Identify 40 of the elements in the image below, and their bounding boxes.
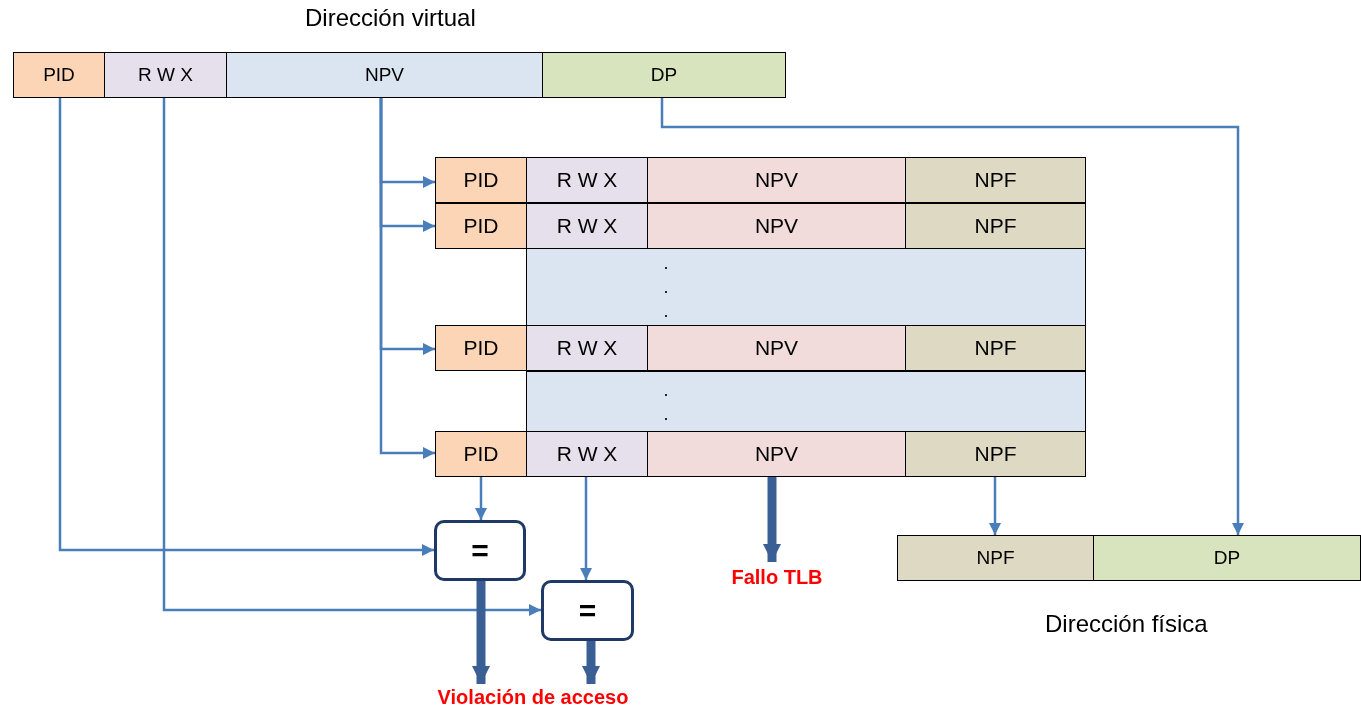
tlb-field: PID [435,157,527,203]
tlb-field: NPV [647,431,906,477]
tlb-field: PID [435,325,527,371]
tlb-field: NPF [905,431,1086,477]
tlb-field: PID [435,203,527,249]
tlb-field: NPV [647,203,906,249]
arrow [379,98,435,459]
tlb-field: PID [435,431,527,477]
tlb-field: R W X [526,325,648,371]
arrow [162,98,541,616]
comparator-box: = [541,580,634,641]
address-field: NPF [897,535,1094,581]
address-field: PID [13,52,105,98]
address-field: DP [542,52,786,98]
arrow [660,98,1244,535]
arrow [58,98,434,556]
error-message: Violación de acceso [420,684,646,709]
address-caption: Dirección virtual [305,4,476,32]
tlb-field: NPV [647,157,906,203]
arrow [582,641,600,684]
arrow [472,581,490,684]
tlb-field: NPF [905,325,1086,371]
arrow [763,477,781,562]
address-caption: Dirección física [1045,610,1208,638]
arrow [580,477,592,580]
arrow [989,477,1001,535]
arrow [475,477,487,520]
tlb-field: NPV [647,325,906,371]
comparator-box: = [434,520,526,581]
tlb-field: NPF [905,157,1086,203]
tlb-field: R W X [526,157,648,203]
address-field: R W X [104,52,227,98]
error-message: Fallo TLB [718,562,836,592]
address-field: DP [1093,535,1361,581]
ellipsis-band: . . . [526,248,1086,326]
ellipsis-band: . . [526,371,1086,432]
address-field: NPV [226,52,543,98]
tlb-field: R W X [526,203,648,249]
tlb-field: R W X [526,431,648,477]
tlb-field: NPF [905,203,1086,249]
